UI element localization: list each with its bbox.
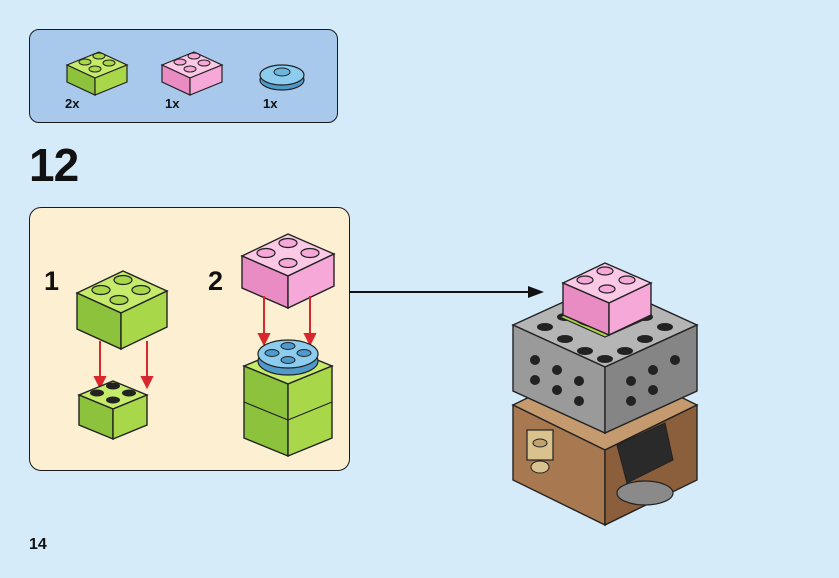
substep-number-2: 2 <box>208 266 224 296</box>
round-plate-icon <box>259 64 305 91</box>
substep2-illustration <box>240 233 336 458</box>
page-number: 14 <box>29 536 47 553</box>
substep-number-1: 1 <box>44 266 60 296</box>
lime-brick-icon <box>65 51 129 96</box>
substep1-illustration <box>75 270 169 441</box>
part-qty-pink: 1x <box>165 96 180 111</box>
parts-list-box: 2x 1x 1x <box>29 29 338 123</box>
part-qty-lime: 2x <box>65 96 80 111</box>
part-qty-blue: 1x <box>263 96 278 111</box>
pink-brick-icon <box>160 51 224 96</box>
main-model-illustration <box>511 262 699 527</box>
step-number: 12 <box>29 139 79 191</box>
assembly-arrow <box>350 286 544 298</box>
substep-callout-box: 1 2 <box>29 207 350 471</box>
